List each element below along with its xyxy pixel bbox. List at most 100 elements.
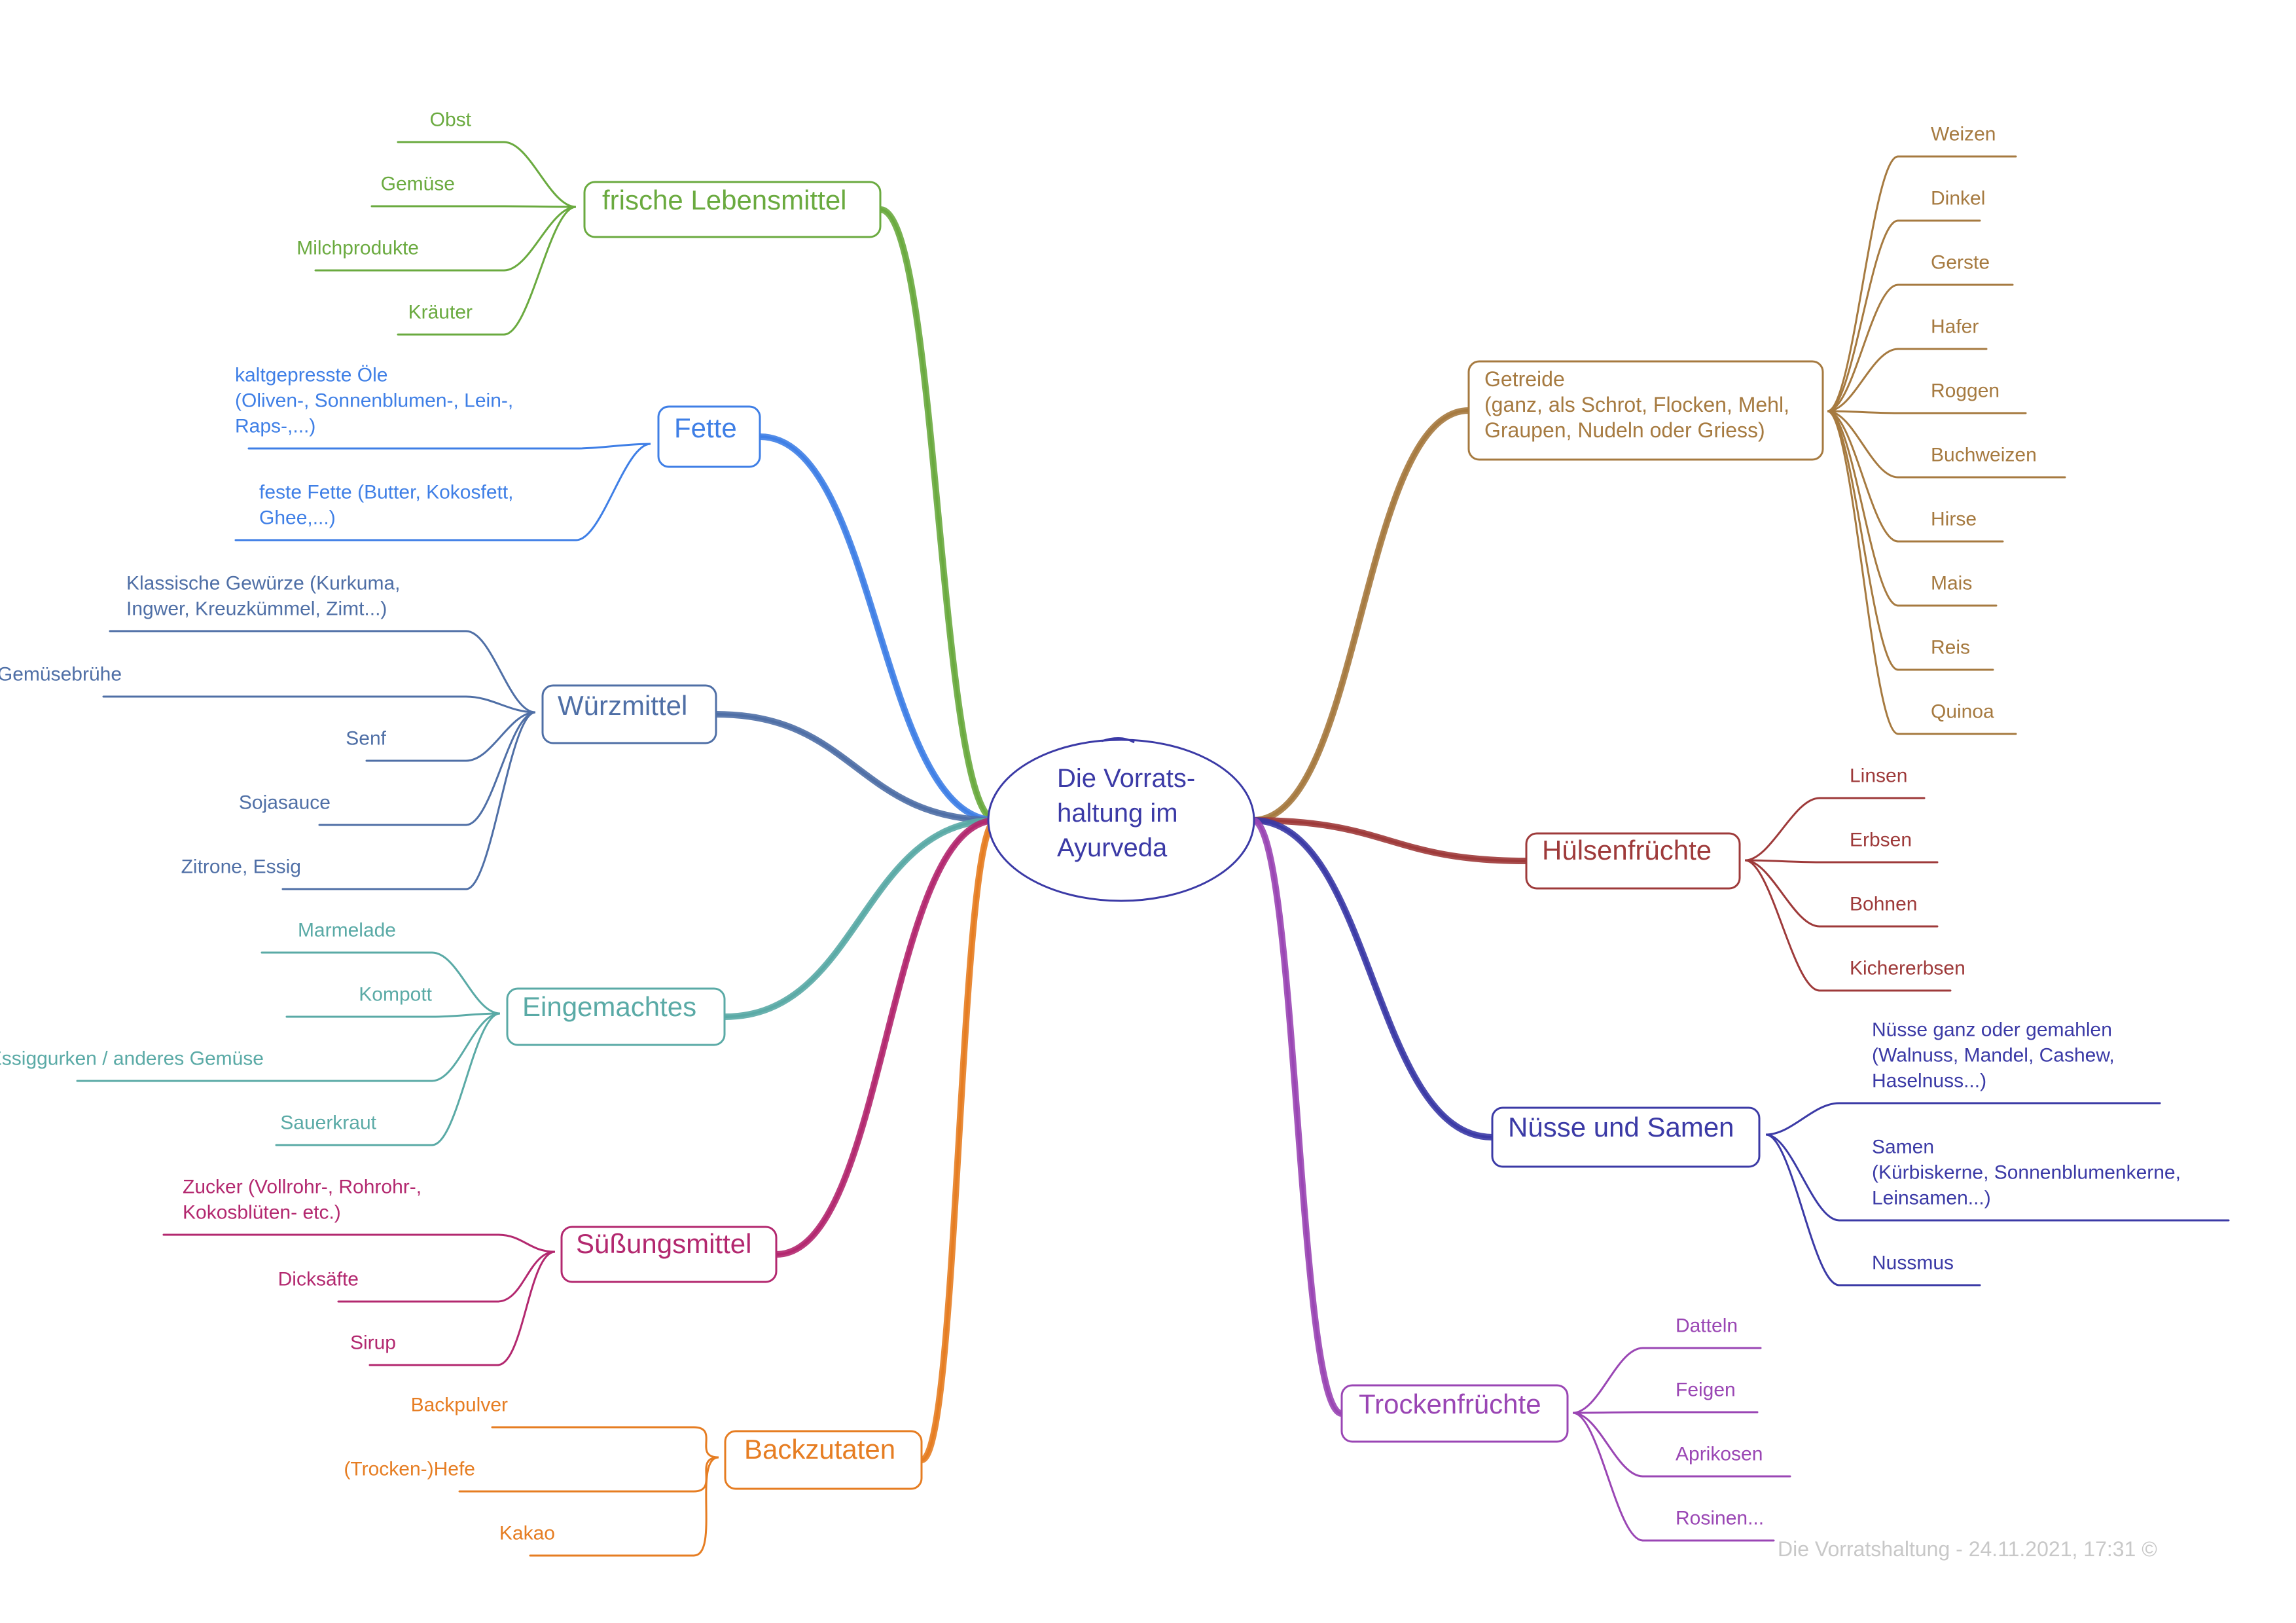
- leaf-label: Marmelade: [298, 920, 396, 941]
- leaf-7-9[interactable]: Reis: [1827, 410, 1994, 671]
- topic-3[interactable]: Würzmittel: [541, 684, 717, 744]
- leaf-5-2[interactable]: Dicksäfte: [278, 1250, 556, 1303]
- leaf-7-10[interactable]: Quinoa: [1827, 410, 2017, 735]
- leaf-8-2[interactable]: Erbsen: [1744, 830, 1939, 864]
- topic-5[interactable]: Süßungsmittel: [560, 1226, 778, 1283]
- leaf-label: Nüsse ganz oder gemahlen(Walnuss, Mandel…: [1872, 1019, 2115, 1092]
- topic-label: Nüsse und Samen: [1508, 1112, 1734, 1142]
- leaf-connector: [465, 711, 536, 826]
- topic-7[interactable]: Getreide(ganz, als Schrot, Flocken, Mehl…: [1467, 360, 1824, 461]
- topic-box: [1491, 1106, 1761, 1168]
- leaf-label: Weizen: [1931, 124, 1996, 145]
- leaf-8-3[interactable]: Bohnen: [1744, 859, 1939, 928]
- leaf-6-2[interactable]: (Trocken-)Hefe: [344, 1456, 719, 1493]
- leaf-7-6[interactable]: Buchweizen: [1827, 410, 2066, 479]
- topic-label: Fette: [674, 412, 737, 443]
- leaf-label: Hirse: [1931, 509, 1977, 530]
- leaf-7-5[interactable]: Roggen: [1827, 380, 2027, 414]
- leaf-8-4[interactable]: Kichererbsen: [1744, 859, 1965, 992]
- leaf-label: Kakao: [499, 1523, 555, 1544]
- leaf-1-3[interactable]: Milchprodukte: [296, 206, 577, 272]
- leaf-label: Klassische Gewürze (Kurkuma,Ingwer, Kreu…: [126, 573, 400, 620]
- leaf-7-2[interactable]: Dinkel: [1827, 188, 1985, 412]
- leaf-connector: [497, 1233, 556, 1253]
- leaf-10-3[interactable]: Aprikosen: [1572, 1412, 1791, 1478]
- leaf-2-2[interactable]: feste Fette (Butter, Kokosfett,Ghee,...): [234, 443, 651, 541]
- leaf-connector: [503, 206, 577, 272]
- leaf-label: Roggen: [1931, 380, 2000, 402]
- leaf-connector: [1744, 859, 1820, 928]
- leaf-3-5[interactable]: Zitrone, Essig: [181, 711, 536, 890]
- leaf-4-4[interactable]: Sauerkraut: [275, 1012, 501, 1146]
- topic-box: [541, 684, 717, 744]
- leaf-3-1[interactable]: Klassische Gewürze (Kurkuma,Ingwer, Kreu…: [109, 573, 536, 714]
- leaf-5-3[interactable]: Sirup: [350, 1250, 556, 1366]
- leaf-connector: [575, 443, 651, 541]
- leaf-connector: [503, 141, 577, 208]
- leaf-connector: [1827, 283, 1899, 412]
- leaf-label: Sauerkraut: [280, 1112, 376, 1134]
- leaf-10-4[interactable]: Rosinen...: [1572, 1412, 1775, 1542]
- leaf-4-3[interactable]: Essiggurken / anderes Gemüse: [0, 1012, 501, 1082]
- leaf-label: Rosinen...: [1676, 1508, 1764, 1529]
- topic-6[interactable]: Backzutaten: [724, 1430, 923, 1490]
- topic-1[interactable]: frische Lebensmittel: [583, 181, 882, 238]
- leaf-connector: [497, 1250, 556, 1303]
- leaf-connector: [1827, 410, 1899, 671]
- branch-trunk-core: [1251, 819, 1343, 1415]
- leaf-9-1[interactable]: Nüsse ganz oder gemahlen(Walnuss, Mandel…: [1765, 1019, 2161, 1136]
- leaf-4-1[interactable]: Marmelade: [260, 920, 501, 1015]
- leaf-10-1[interactable]: Datteln: [1572, 1315, 1762, 1414]
- leaf-connector: [1765, 1102, 1840, 1136]
- leaf-9-2[interactable]: Samen(Kürbiskerne, Sonnenblumenkerne,Lei…: [1765, 1133, 2230, 1222]
- leaf-6-3[interactable]: Kakao: [499, 1456, 719, 1557]
- topic-2[interactable]: Fette: [657, 405, 761, 468]
- branch-trunk-core: [715, 713, 997, 822]
- leaf-9-3[interactable]: Nussmus: [1765, 1133, 1981, 1286]
- leaf-label: Dicksäfte: [278, 1269, 359, 1290]
- topic-box: [657, 405, 761, 468]
- leaf-7-1[interactable]: Weizen: [1827, 124, 2017, 412]
- leaf-label: Backpulver: [411, 1395, 508, 1416]
- leaf-4-2[interactable]: Kompott: [285, 984, 501, 1018]
- leaf-label: Reis: [1931, 637, 1970, 659]
- leaf-7-4[interactable]: Hafer: [1827, 316, 1988, 412]
- topic-9[interactable]: Nüsse und Samen: [1491, 1106, 1761, 1168]
- leaf-10-2[interactable]: Feigen: [1572, 1379, 1759, 1414]
- branch-trunk-core: [1251, 819, 1528, 862]
- leaf-label: kaltgepresste Öle(Oliven-, Sonnenblumen-…: [235, 365, 513, 437]
- topic-box: [506, 987, 726, 1046]
- leaf-label: Mais: [1931, 573, 1972, 594]
- leaf-1-4[interactable]: Kräuter: [397, 206, 577, 336]
- topic-10[interactable]: Trockenfrüchte: [1340, 1384, 1569, 1443]
- leaf-2-1[interactable]: kaltgepresste Öle(Oliven-, Sonnenblumen-…: [235, 365, 651, 450]
- leaf-7-8[interactable]: Mais: [1827, 410, 1998, 607]
- leaf-label: Quinoa: [1931, 701, 1994, 723]
- leaf-3-3[interactable]: Senf: [346, 711, 536, 762]
- topic-4[interactable]: Eingemachtes: [506, 987, 726, 1046]
- leaf-7-3[interactable]: Gerste: [1827, 252, 2014, 412]
- topic-label: Hülsenfrüchte: [1542, 835, 1712, 866]
- leaf-7-7[interactable]: Hirse: [1827, 410, 2004, 543]
- leaf-label: Buchweizen: [1931, 445, 2037, 466]
- topic-label: Getreide(ganz, als Schrot, Flocken, Mehl…: [1484, 367, 1789, 442]
- leaf-connector: [1827, 410, 1899, 607]
- leaf-5-1[interactable]: Zucker (Vollrohr-, Rohrohr-,Kokosblüten-…: [162, 1176, 556, 1253]
- branch-trunk-core: [775, 819, 997, 1256]
- leaf-connector: [1572, 1412, 1643, 1542]
- leaf-label: Samen(Kürbiskerne, Sonnenblumenkerne,Lei…: [1872, 1137, 2181, 1209]
- leaf-connector: [1827, 410, 1899, 479]
- leaf-connector: [1572, 1412, 1643, 1478]
- leaf-6-1[interactable]: Backpulver: [411, 1395, 719, 1459]
- leaf-label: Bohnen: [1850, 894, 1917, 915]
- topic-8[interactable]: Hülsenfrüchte: [1525, 832, 1741, 890]
- leaf-1-2[interactable]: Gemüse: [370, 173, 577, 208]
- leaf-8-1[interactable]: Linsen: [1744, 765, 1926, 862]
- leaf-3-2[interactable]: (selbst gemachte) Gemüsebrühe: [0, 664, 536, 714]
- leaf-label: Erbsen: [1850, 830, 1912, 851]
- leaf-connector: [1827, 219, 1899, 412]
- leaf-3-4[interactable]: Sojasauce: [239, 711, 536, 826]
- leaf-1-1[interactable]: Obst: [397, 109, 577, 208]
